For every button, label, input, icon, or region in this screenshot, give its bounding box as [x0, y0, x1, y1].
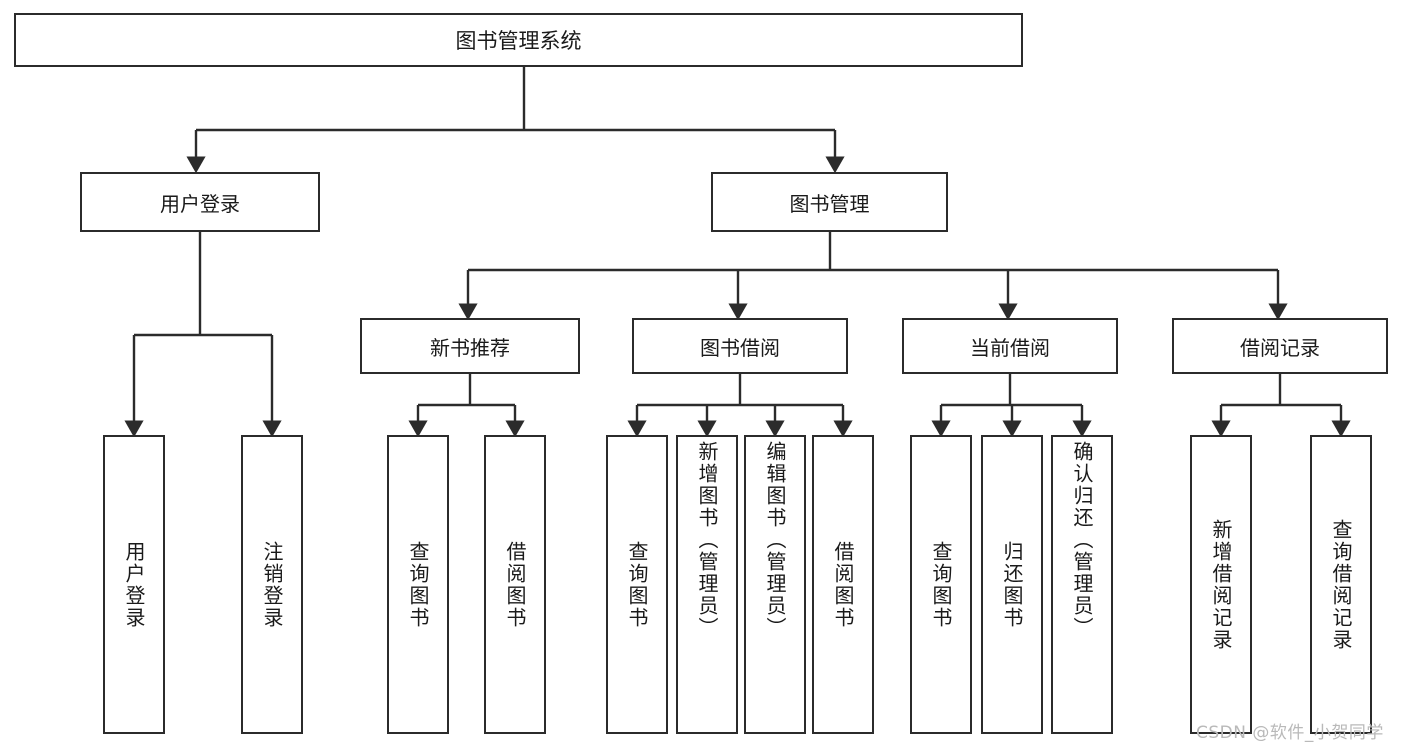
node-leaf-query-book-recommend-label: 查询图书: [406, 540, 430, 629]
node-leaf-user-login[interactable]: 用户登录: [103, 435, 165, 734]
node-leaf-query-borrow-record-label: 查询借阅记录: [1329, 518, 1353, 651]
node-leaf-query-book-current[interactable]: 查询图书: [910, 435, 972, 734]
node-book-manage[interactable]: 图书管理: [711, 172, 948, 232]
node-leaf-confirm-return-admin-label: 确认归还（管理员）: [1070, 441, 1094, 639]
node-leaf-query-book-current-label: 查询图书: [929, 540, 953, 629]
node-leaf-borrow-book-recommend-label: 借阅图书: [503, 540, 527, 629]
node-leaf-user-login-label: 用户登录: [122, 540, 146, 629]
node-book-manage-label: 图书管理: [789, 191, 870, 216]
node-leaf-return-book[interactable]: 归还图书: [981, 435, 1043, 734]
node-leaf-add-borrow-record-label: 新增借阅记录: [1209, 518, 1233, 651]
node-new-book-recommend[interactable]: 新书推荐: [360, 318, 580, 374]
node-current-borrow-label: 当前借阅: [970, 335, 1050, 360]
node-book-borrow[interactable]: 图书借阅: [632, 318, 848, 374]
node-leaf-logout-login[interactable]: 注销登录: [241, 435, 303, 734]
node-leaf-return-book-label: 归还图书: [1000, 540, 1024, 629]
node-book-borrow-label: 图书借阅: [700, 335, 780, 360]
node-new-book-recommend-label: 新书推荐: [430, 335, 510, 360]
node-user-login-label: 用户登录: [160, 191, 240, 216]
node-leaf-borrow-book-label: 借阅图书: [831, 540, 855, 629]
node-borrow-record[interactable]: 借阅记录: [1172, 318, 1388, 374]
node-leaf-borrow-book[interactable]: 借阅图书: [812, 435, 874, 734]
node-leaf-confirm-return-admin[interactable]: 确认归还（管理员）: [1051, 435, 1113, 734]
node-leaf-query-book-borrow[interactable]: 查询图书: [606, 435, 668, 734]
node-leaf-query-book-borrow-label: 查询图书: [625, 540, 649, 629]
node-leaf-add-book-admin-label: 新增图书（管理员）: [695, 441, 719, 639]
node-leaf-query-borrow-record[interactable]: 查询借阅记录: [1310, 435, 1372, 734]
node-root-label: 图书管理系统: [455, 29, 582, 53]
node-current-borrow[interactable]: 当前借阅: [902, 318, 1118, 374]
node-leaf-add-borrow-record[interactable]: 新增借阅记录: [1190, 435, 1252, 734]
node-leaf-edit-book-admin-label: 编辑图书（管理员）: [763, 441, 787, 639]
node-leaf-edit-book-admin[interactable]: 编辑图书（管理员）: [744, 435, 806, 734]
node-leaf-borrow-book-recommend[interactable]: 借阅图书: [484, 435, 546, 734]
node-leaf-query-book-recommend[interactable]: 查询图书: [387, 435, 449, 734]
node-root[interactable]: 图书管理系统: [14, 13, 1023, 67]
node-user-login[interactable]: 用户登录: [80, 172, 320, 232]
node-leaf-logout-login-label: 注销登录: [260, 540, 284, 629]
node-borrow-record-label: 借阅记录: [1240, 335, 1320, 360]
node-leaf-add-book-admin[interactable]: 新增图书（管理员）: [676, 435, 738, 734]
csdn-watermark: CSDN @软件_小贺同学: [1196, 723, 1384, 743]
